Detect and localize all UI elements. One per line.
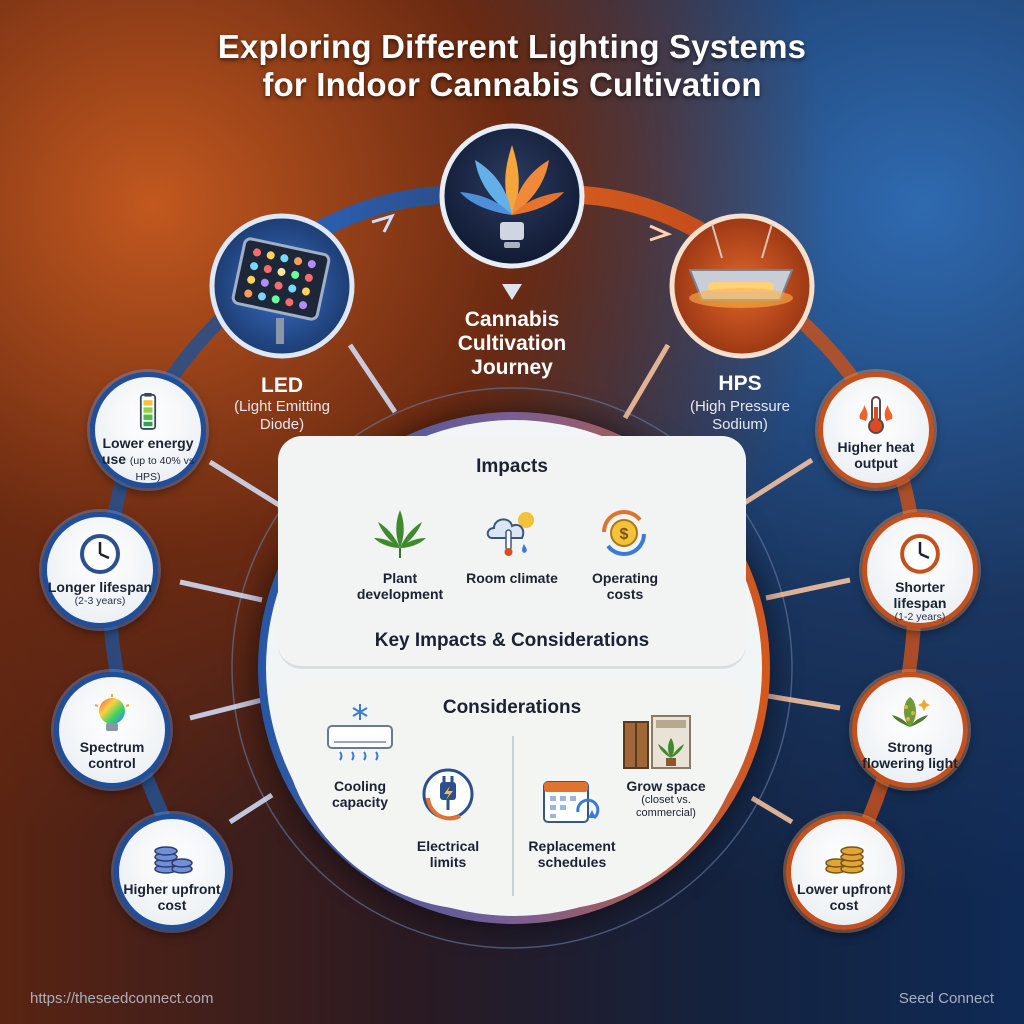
battery-icon [139,393,157,430]
dollar-cycle-icon: $ [594,506,654,565]
led-full-name: (Light Emitting Diode) [234,398,330,433]
hps-node-cost: Lower upfront cost [786,814,902,930]
grow-space-note: (closet vs. commercial) [636,794,696,819]
hps-node-flowering: Strong flowering light [852,672,968,788]
impact-operating-costs: Operating costs [591,570,659,603]
led-label: LED [261,374,303,397]
grow-space-icon [620,712,694,779]
coins-icon [825,846,864,874]
node-title: Spectrum control [79,739,145,772]
grow-space-label: Grow space [626,778,706,794]
led-panel-icon [231,237,331,344]
footer-brand: Seed Connect [898,990,994,1007]
node-title: Shorter lifespan [893,578,947,611]
rgb-bulb-icon [94,694,130,731]
journey-label: Cannabis Cultivation Journey [457,308,567,380]
arrow-right-icon [371,213,395,233]
consideration-cooling: Cooling capacity [331,778,389,811]
weather-icon [482,506,542,565]
consideration-electrical: Electrical limits [416,838,480,871]
impact-room-climate: Room climate [466,570,558,586]
led-node-spectrum: Spectrum control [54,672,170,788]
node-title: Lower upfront cost [796,881,892,914]
consideration-replacement: Replacement schedules [528,838,616,871]
thermometer-icon [859,396,893,434]
down-arrow-icon [502,284,522,300]
node-note: (up to 40% vs HPS) [129,454,195,483]
svg-text:$: $ [620,526,629,543]
node-title: Longer lifespan [47,579,153,595]
right-connector-arrows [622,343,851,825]
node-title: Higher upfront cost [123,881,221,914]
cannabis-bulb-icon [460,145,564,248]
clock-icon [80,534,120,574]
consideration-grow-space: Grow space (closet vs. commercial) [610,778,722,819]
air-conditioner-icon [324,700,396,771]
node-title: Lower energy use [101,434,194,467]
arrow-right-icon [649,224,673,242]
coins-icon [154,846,193,874]
divider [512,736,514,896]
node-title: Higher heat output [837,439,915,472]
hps-lamp-icon [688,223,794,308]
cannabis-leaf-icon [372,508,428,565]
cannabis-bud-icon [892,697,930,727]
title-line-1: Exploring Different Lighting Systems [217,28,807,65]
hps-label: HPS [718,372,762,395]
impact-plant-development: Plant development [356,570,444,603]
impacts-heading: Impacts [476,456,548,477]
led-node-energy: Lower energy use (up to 40% vs HPS) [90,372,206,488]
key-impacts-heading: Key Impacts & Considerations [374,630,650,651]
calendar-icon [540,774,600,837]
node-note: (1-2 years) [894,610,946,623]
clock-icon [900,533,940,574]
led-node-lifespan: Longer lifespan (2-3 years) [42,512,158,628]
node-note: (2-3 years) [74,595,126,608]
hps-full-name: (High Pressure Sodium) [689,398,791,433]
considerations-heading: Considerations [442,697,582,718]
footer-url[interactable]: https://theseedconnect.com [30,990,214,1007]
node-title: Strong flowering light [862,739,958,772]
hps-node-heat: Higher heat output [818,372,934,488]
hps-node-lifespan: Shorter lifespan (1-2 years) [862,512,978,628]
led-node-cost: Higher upfront cost [114,814,230,930]
title-line-2: for Indoor Cannabis Cultivation [262,66,762,103]
plug-icon [420,766,476,827]
